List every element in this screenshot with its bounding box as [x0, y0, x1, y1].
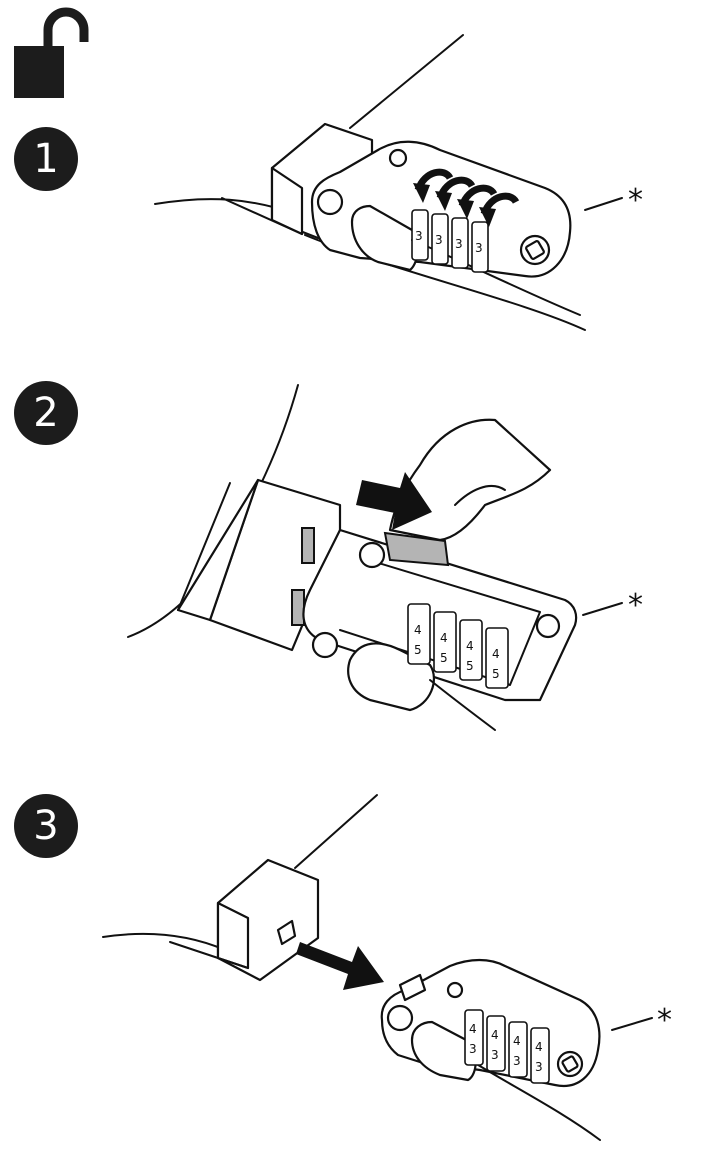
step-3-asterisk: *: [657, 1003, 672, 1038]
combination-wheels: 4 3 4 3 4 3 4 3: [464, 1009, 550, 1084]
wheel-digit: 3: [415, 229, 423, 243]
combination-wheels: 4 5 4 5 4 5 4 5: [407, 603, 509, 689]
wheel-digit: 4: [491, 1028, 499, 1042]
wheel-digit: 3: [435, 233, 443, 247]
wheel-digit: 4: [440, 631, 448, 645]
wheel-digit: 4: [414, 623, 422, 637]
wheel-digit: 4: [469, 1022, 477, 1036]
wheel-digit: 5: [466, 659, 474, 673]
wheel-digit: 3: [513, 1054, 521, 1068]
wheel-digit: 4: [513, 1034, 521, 1048]
combination-wheels: 3 3 3 3: [411, 209, 489, 273]
wheel-digit: 3: [475, 241, 483, 255]
wheel-digit: 4: [492, 647, 500, 661]
pull-arrow-icon: [296, 942, 384, 990]
wheel-digit: 5: [492, 667, 500, 681]
wheel-digit: 3: [491, 1048, 499, 1062]
wheel-digit: 5: [414, 643, 422, 657]
wheel-digit: 3: [535, 1060, 543, 1074]
step-2-badge: 2: [14, 381, 78, 445]
curved-arrow-icon: [413, 168, 520, 227]
wheel-digit: 4: [466, 639, 474, 653]
wheel-digit: 3: [469, 1042, 477, 1056]
push-arrow-icon: [356, 472, 432, 530]
wheel-digit: 4: [535, 1040, 543, 1054]
step-1-badge: 1: [14, 127, 78, 191]
wheel-digit: 5: [440, 651, 448, 665]
step-2-asterisk: *: [628, 588, 643, 623]
step-1-asterisk: *: [628, 183, 643, 218]
step-3-badge: 3: [14, 794, 78, 858]
wheel-digit: 3: [455, 237, 463, 251]
